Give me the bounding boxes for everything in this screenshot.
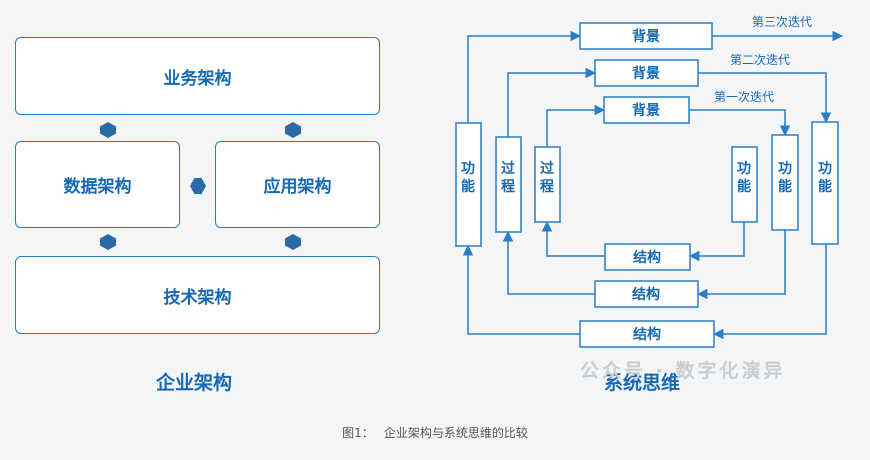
data-architecture-label: 数据架构 bbox=[63, 177, 132, 197]
data-architecture-box: 数据架构 bbox=[15, 141, 180, 228]
systems-thinking-caption: 系统思维 bbox=[604, 372, 681, 394]
structure-box-inner bbox=[604, 243, 691, 271]
function-box-right-middle bbox=[771, 134, 799, 231]
middle-loop-left-line bbox=[502, 230, 595, 295]
enterprise-architecture-caption: 企业架构 bbox=[156, 372, 233, 394]
outer-loop-left-line bbox=[462, 244, 580, 335]
background-box-outer bbox=[579, 22, 713, 50]
double-arrow-vertical-icon bbox=[95, 122, 121, 138]
middle-loop-right-line bbox=[696, 230, 786, 300]
structure-box-middle bbox=[594, 280, 699, 308]
figure-title: 企业架构与系统思维的比较 bbox=[383, 426, 528, 440]
middle-loop-right-top-line bbox=[698, 72, 832, 124]
business-architecture-box: 业务架构 bbox=[15, 37, 380, 115]
watermark-text: 公众号 · 数字化演异 bbox=[580, 360, 786, 382]
inner-loop-right-line bbox=[688, 222, 745, 262]
structure-label-inner: 结构 bbox=[633, 249, 661, 266]
function-label-left-outer: 功能 bbox=[461, 161, 475, 195]
structure-box-outer bbox=[579, 320, 715, 348]
function-label-right-middle: 功能 bbox=[778, 161, 792, 195]
business-architecture-label: 业务架构 bbox=[163, 68, 232, 89]
process-box-left-inner bbox=[534, 146, 561, 223]
application-architecture-box: 应用架构 bbox=[215, 141, 380, 228]
function-box-left-outer bbox=[455, 122, 482, 247]
figure-number: 图1： bbox=[342, 426, 374, 440]
application-architecture-label: 应用架构 bbox=[263, 177, 332, 197]
inner-loop-top-line bbox=[546, 104, 606, 147]
function-box-right-inner bbox=[731, 146, 758, 223]
background-label-middle: 背景 bbox=[632, 65, 660, 82]
double-arrow-vertical-icon bbox=[280, 234, 306, 250]
double-arrow-vertical-icon bbox=[95, 234, 121, 250]
double-arrow-vertical-icon bbox=[280, 122, 306, 138]
background-label-outer: 背景 bbox=[632, 28, 660, 45]
function-label-right-inner: 功能 bbox=[737, 161, 751, 195]
function-box-right-outer bbox=[811, 121, 839, 245]
structure-label-outer: 结构 bbox=[633, 326, 661, 343]
process-label-left-middle: 过程 bbox=[501, 160, 515, 195]
middle-loop-top-line bbox=[507, 67, 597, 137]
background-label-inner: 背景 bbox=[632, 102, 660, 119]
process-label-left-inner: 过程 bbox=[540, 160, 554, 195]
outer-loop-top-line bbox=[467, 30, 582, 123]
structure-label-middle: 结构 bbox=[632, 286, 660, 303]
technology-architecture-label: 技术架构 bbox=[163, 287, 232, 308]
systems-thinking-diagram: 背景 背景 背景 第三次迭代 第二次迭代 第一次迭代 结构 结构 结构 功能 过… bbox=[455, 15, 844, 348]
outer-loop-right-line bbox=[712, 244, 827, 340]
technology-architecture-box: 技术架构 bbox=[15, 256, 380, 334]
inner-loop-left-line bbox=[541, 220, 605, 257]
background-box-inner bbox=[603, 96, 690, 124]
iteration-3-label: 第三次迭代 bbox=[752, 15, 812, 29]
iteration-1-label: 第一次迭代 bbox=[714, 90, 774, 104]
process-box-left-middle bbox=[495, 136, 522, 233]
figure-caption: 图1： 企业架构与系统思维的比较 bbox=[0, 424, 870, 441]
background-box-middle bbox=[594, 59, 699, 87]
double-arrow-horizontal-icon bbox=[190, 173, 206, 199]
iteration-2-label: 第二次迭代 bbox=[730, 53, 790, 67]
function-label-right-outer: 功能 bbox=[818, 161, 832, 195]
inner-loop-right-top-line bbox=[689, 109, 791, 137]
